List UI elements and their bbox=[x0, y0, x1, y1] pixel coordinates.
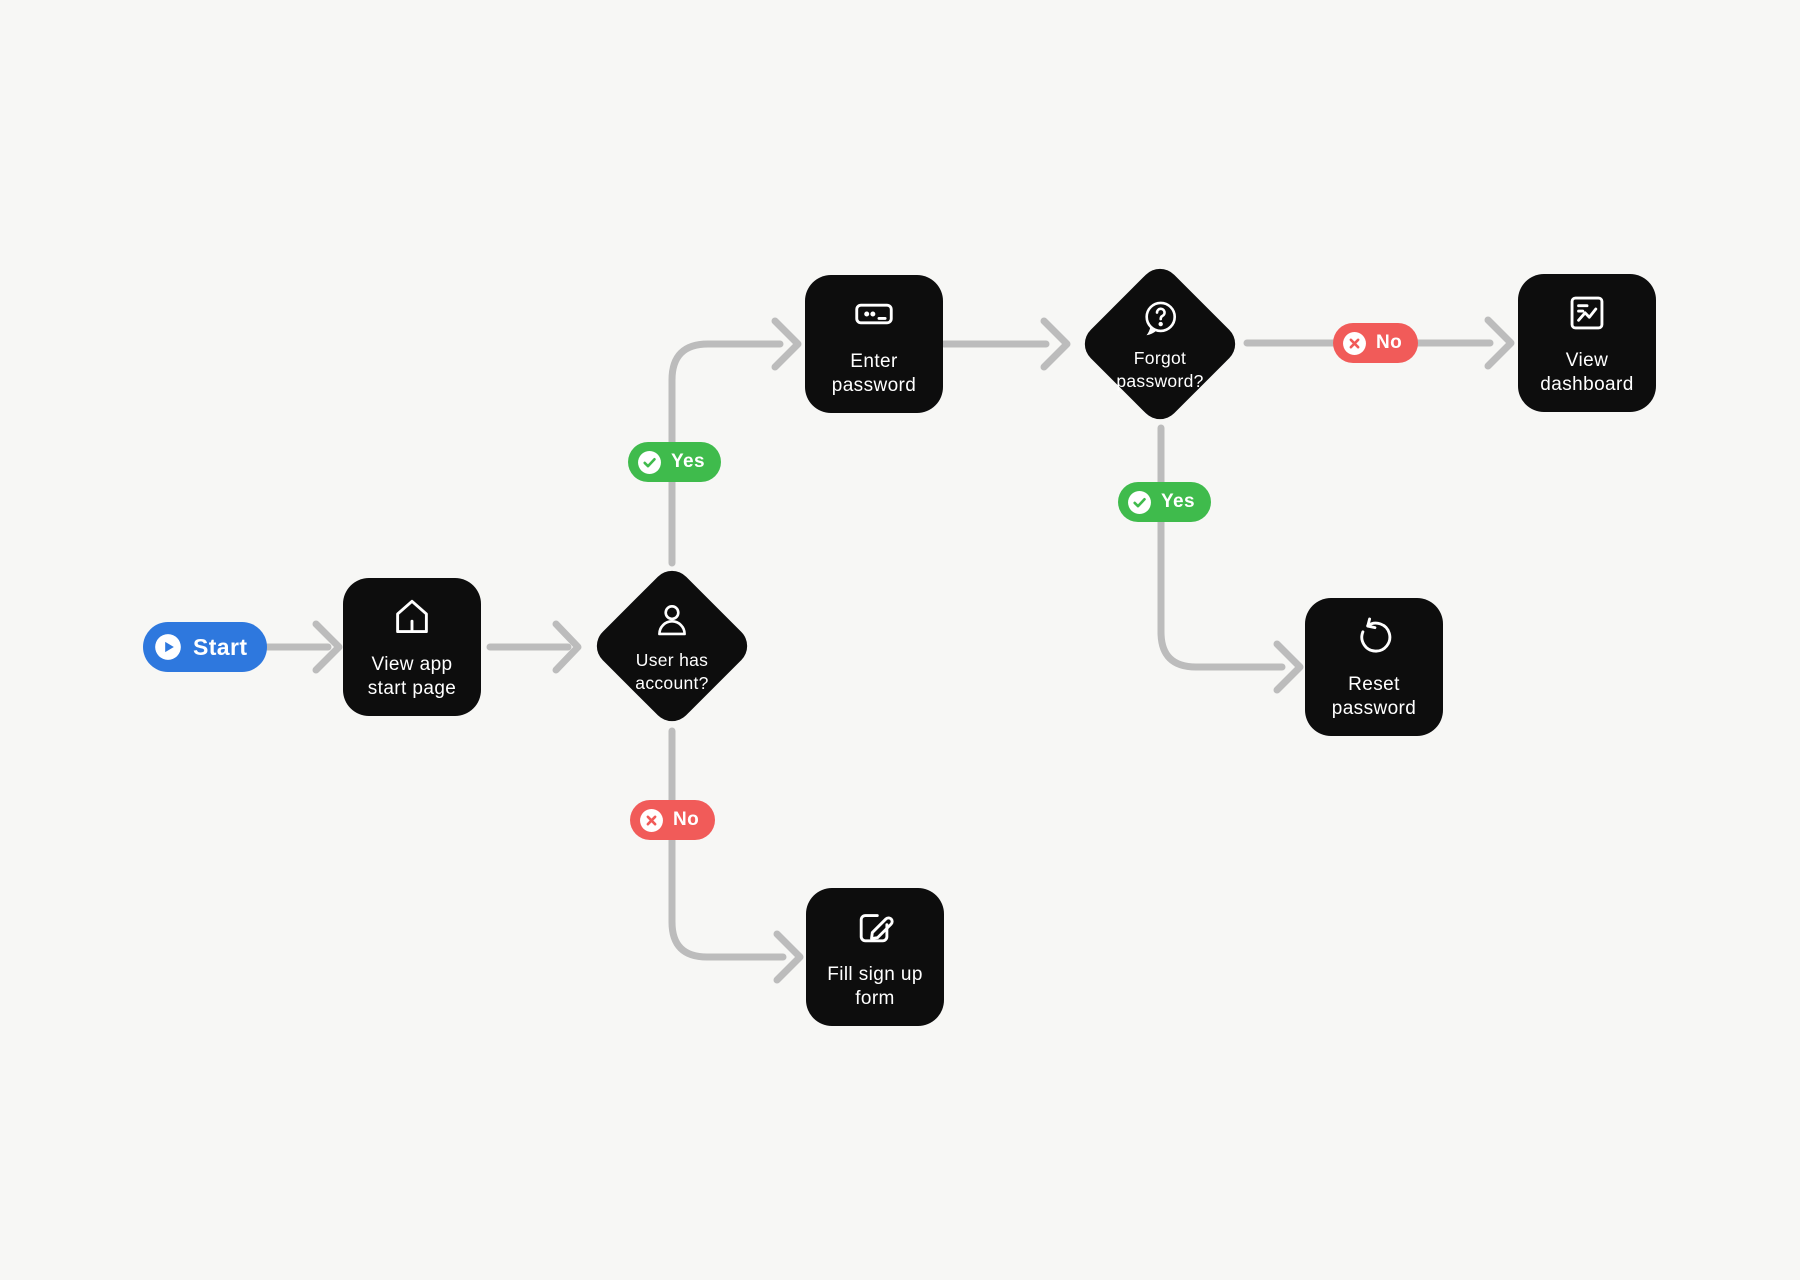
decision-label: User has account? bbox=[635, 649, 708, 694]
check-circle-icon bbox=[637, 450, 662, 475]
arrowhead bbox=[771, 317, 802, 371]
arrowhead bbox=[1040, 317, 1071, 371]
edge-label-account-yes[interactable]: Yes bbox=[628, 442, 721, 482]
decision-label: Forgot password? bbox=[1116, 347, 1203, 392]
node-label: Fill sign up form bbox=[827, 963, 923, 1011]
node-label: View dashboard bbox=[1540, 349, 1633, 397]
arrowhead bbox=[1273, 640, 1304, 694]
decision-forgot-password-content: Forgot password? bbox=[1080, 292, 1240, 398]
decision-label-line: User has bbox=[635, 650, 709, 671]
edit-form-icon bbox=[852, 904, 898, 950]
edge-account-no-to-signup bbox=[668, 727, 787, 961]
start-pill[interactable]: Start bbox=[143, 622, 268, 672]
node-enter-password[interactable]: Enter password bbox=[805, 275, 943, 413]
edge-label-text: Yes bbox=[1161, 491, 1195, 512]
node-reset-password[interactable]: Reset password bbox=[1305, 598, 1443, 736]
node-label-line: Fill sign up bbox=[827, 963, 923, 985]
node-label-line: password bbox=[831, 374, 917, 396]
x-circle-icon bbox=[639, 808, 664, 833]
dashboard-report-icon bbox=[1564, 290, 1610, 336]
edge-label-text: No bbox=[673, 809, 700, 830]
node-view-dashboard[interactable]: View dashboard bbox=[1518, 274, 1656, 412]
edge-account-yes-to-enter-password bbox=[668, 340, 784, 567]
node-label: View app start page bbox=[368, 653, 457, 701]
password-field-icon bbox=[851, 291, 897, 337]
node-label: Enter password bbox=[832, 350, 917, 398]
decision-label-line: account? bbox=[635, 672, 709, 693]
edge-forgot-yes-to-reset bbox=[1157, 424, 1286, 671]
arrowhead bbox=[552, 620, 582, 674]
home-icon bbox=[389, 594, 435, 640]
reset-arrow-icon bbox=[1351, 614, 1397, 660]
arrowhead bbox=[312, 620, 343, 674]
user-icon bbox=[651, 600, 693, 642]
node-fill-sign-up-form[interactable]: Fill sign up form bbox=[806, 888, 944, 1026]
node-label-line: View bbox=[1565, 349, 1609, 371]
edge-label-forgot-no[interactable]: No bbox=[1333, 323, 1419, 363]
node-label: Reset password bbox=[1332, 673, 1417, 721]
node-label-line: start page bbox=[367, 677, 457, 699]
node-label-line: form bbox=[855, 987, 895, 1009]
arrowhead bbox=[773, 930, 804, 984]
arrowhead bbox=[1484, 316, 1515, 370]
edge-label-text: Yes bbox=[671, 451, 705, 472]
node-label-line: Enter bbox=[850, 350, 898, 372]
edge-label-text: No bbox=[1376, 332, 1403, 353]
node-label-line: password bbox=[1331, 697, 1417, 719]
question-bubble-icon bbox=[1139, 298, 1181, 340]
start-label: Start bbox=[193, 633, 248, 660]
decision-label-line: password? bbox=[1116, 370, 1204, 391]
edge-label-account-no[interactable]: No bbox=[630, 800, 716, 840]
check-circle-icon bbox=[1127, 490, 1152, 515]
node-label-line: dashboard bbox=[1540, 373, 1634, 395]
node-view-app-start-page[interactable]: View app start page bbox=[343, 578, 481, 716]
edge-label-forgot-yes[interactable]: Yes bbox=[1118, 482, 1211, 522]
node-label-line: Reset bbox=[1348, 673, 1400, 695]
decision-label-line: Forgot bbox=[1133, 348, 1187, 369]
play-icon bbox=[154, 633, 182, 661]
x-circle-icon bbox=[1342, 331, 1367, 356]
node-label-line: View app bbox=[371, 653, 453, 675]
decision-user-has-account-content: User has account? bbox=[592, 594, 752, 700]
